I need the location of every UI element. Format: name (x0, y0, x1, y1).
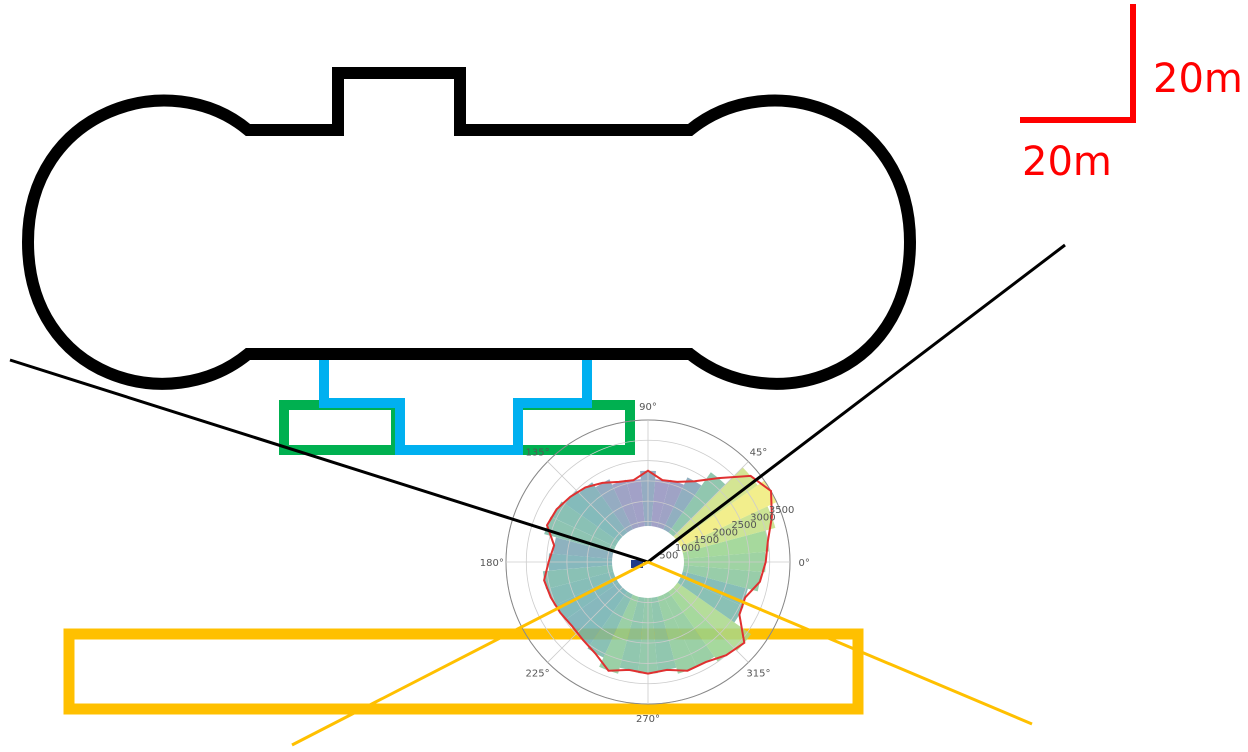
polar-sector (648, 467, 758, 562)
green-rect-right (513, 400, 635, 455)
polar-angle-label: 225° (526, 668, 550, 679)
scale-bar: 20m 20m (1020, 4, 1243, 185)
polar-radial-label: 1500 (694, 535, 719, 546)
polar-radial-label: 1000 (675, 543, 700, 554)
polar-radial-label: 3000 (750, 512, 775, 523)
polar-envelope-line (543, 469, 773, 675)
yellow-line-left (291, 560, 649, 747)
polar-angle-label: 90° (639, 402, 657, 413)
black-line-left (9, 358, 649, 564)
polar-angle-label: 0° (799, 558, 810, 569)
black-line-right (647, 243, 1066, 564)
polar-radial-label: 3500 (769, 505, 794, 516)
green-rect-left (279, 400, 401, 455)
yellow-line-right (647, 560, 1033, 726)
polar-center-marker (631, 560, 643, 568)
polar-labels: 0°45°90°135°180°225°270°315°500100015002… (480, 402, 810, 725)
polar-radial-label: 500 (659, 550, 678, 561)
polar-radial-label: 2000 (713, 528, 738, 539)
polar-angle-label: 315° (746, 668, 770, 679)
yellow-rectangle (63, 628, 864, 715)
building-outline (21, 67, 917, 390)
polar-sector (648, 480, 777, 562)
scale-label-vertical: 20m (1153, 56, 1243, 102)
polar-angle-label: 180° (480, 558, 504, 569)
polar-radial-label: 2500 (731, 520, 756, 531)
polar-angle-label: 135° (526, 448, 550, 459)
scale-label-horizontal: 20m (1022, 139, 1112, 185)
scale-bar-lines (1020, 4, 1136, 123)
green-structure (279, 400, 635, 455)
blue-pipe (319, 360, 592, 455)
polar-angle-label: 45° (750, 448, 768, 459)
polar-plot: 0°45°90°135°180°225°270°315°500100015002… (480, 402, 810, 725)
polar-angle-label: 270° (636, 714, 660, 725)
